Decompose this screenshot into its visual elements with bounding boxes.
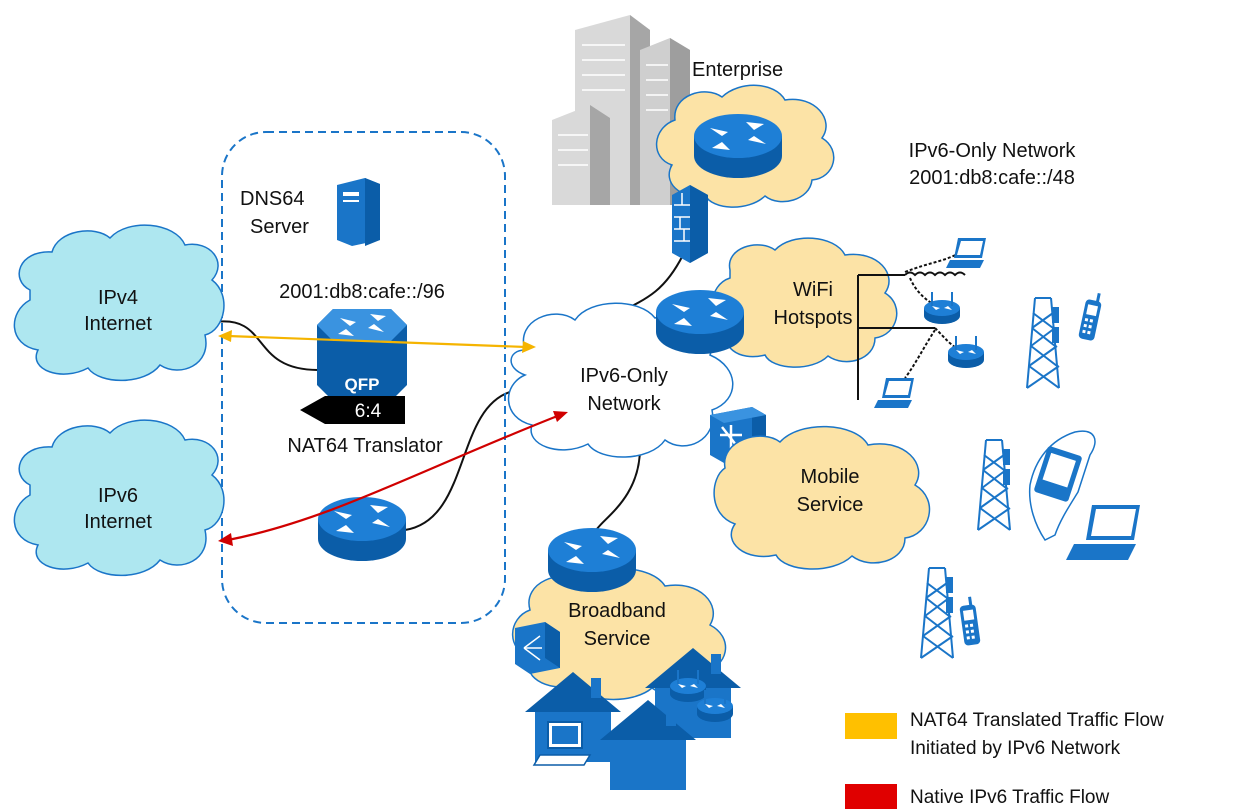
mobile-service-cloud (713, 425, 931, 570)
ipv6-label-line1: IPv6 (98, 485, 138, 507)
router-icon (318, 497, 406, 561)
nat64-translated-flow-arrow (218, 330, 536, 353)
ipv6-label-line2: Internet (84, 511, 152, 533)
enterprise-label: Enterprise (692, 59, 783, 81)
dns64-label-line2: Server (250, 216, 309, 238)
ipv4-internet-cloud: IPv4 Internet (13, 224, 225, 382)
ipv4-label-line2: Internet (84, 313, 152, 335)
mobile-label-line1: Mobile (801, 466, 860, 488)
pda-icon (1028, 430, 1096, 541)
legend-swatch-native (845, 784, 897, 809)
cell-tower-icon (1026, 297, 1060, 389)
router-icon (656, 290, 744, 354)
core-label-line2: Network (587, 393, 661, 415)
ipv6-internet-cloud: IPv6 Internet (13, 419, 225, 577)
qfp-label: QFP (345, 375, 380, 394)
nat64-prefix-label: 2001:db8:cafe::/96 (279, 281, 445, 303)
broadband-label-line1: Broadband (568, 600, 666, 622)
legend: NAT64 Translated Traffic Flow Initiated … (845, 710, 1164, 809)
wifi-label-line1: WiFi (793, 279, 833, 301)
cable-modem-icon (515, 622, 560, 674)
wifi-hotspots-cloud (711, 237, 898, 368)
broadband-label-line2: Service (584, 628, 651, 650)
native-ipv6-flow-arrow (218, 411, 568, 546)
server-icon (337, 178, 380, 246)
core-label-line1: IPv6-Only (580, 365, 668, 387)
legend-label-nat64-line1: NAT64 Translated Traffic Flow (910, 710, 1164, 731)
legend-label-native: Native IPv6 Traffic Flow (910, 787, 1109, 808)
laptop-icon (1066, 505, 1140, 560)
dns64-label-line1: DNS64 (240, 188, 304, 210)
nat64-qfp-router-icon: QFP (317, 309, 407, 401)
access-point-icon (923, 291, 961, 325)
access-point-icon (947, 335, 985, 369)
router-icon (548, 528, 636, 592)
ipv6-only-network-prefix: 2001:db8:cafe::/48 (909, 167, 1075, 189)
nat64-ratio-arrow: 6:4 (300, 396, 405, 424)
cell-tower-icon (977, 439, 1011, 531)
mobile-phone-icon (1078, 290, 1104, 342)
nat64-translator-label: NAT64 Translator (287, 435, 443, 457)
legend-label-nat64-line2: Initiated by IPv6 Network (910, 738, 1121, 759)
firewall-icon (672, 185, 708, 263)
legend-swatch-nat64 (845, 713, 897, 739)
desktop-computer-icon (532, 721, 592, 766)
nat64-dns64-boundary (221, 131, 506, 624)
router-icon (694, 114, 782, 178)
wifi-label-line2: Hotspots (774, 307, 853, 329)
laptop-icon (874, 378, 914, 408)
mobile-label-line2: Service (797, 494, 864, 516)
ipv6-only-network-title: IPv6-Only Network (909, 140, 1077, 162)
cell-tower-icon (920, 567, 954, 659)
ratio-label: 6:4 (355, 401, 382, 422)
ipv4-label-line1: IPv4 (98, 287, 138, 309)
laptop-icon (946, 238, 986, 268)
mobile-phone-icon (958, 596, 981, 646)
